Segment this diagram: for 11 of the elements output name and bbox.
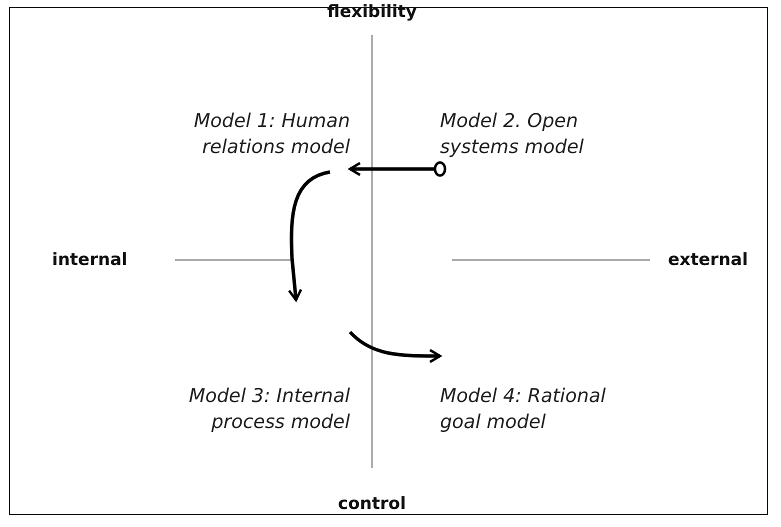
model-label: Model 2. Open systems model bbox=[440, 109, 585, 160]
curved-arrow bbox=[288, 170, 330, 302]
model-label: Model 1: Human relations model bbox=[192, 109, 350, 160]
curved-arrow bbox=[348, 330, 442, 364]
axis-label: flexibility bbox=[327, 2, 417, 22]
model-label: Model 3: Internal process model bbox=[188, 384, 350, 435]
axis-label: internal bbox=[52, 250, 128, 270]
axis-label: external bbox=[668, 250, 748, 270]
axis-label: control bbox=[338, 494, 406, 514]
model-label: Model 4: Rational goal model bbox=[440, 384, 607, 435]
curved-arrow bbox=[348, 161, 446, 177]
